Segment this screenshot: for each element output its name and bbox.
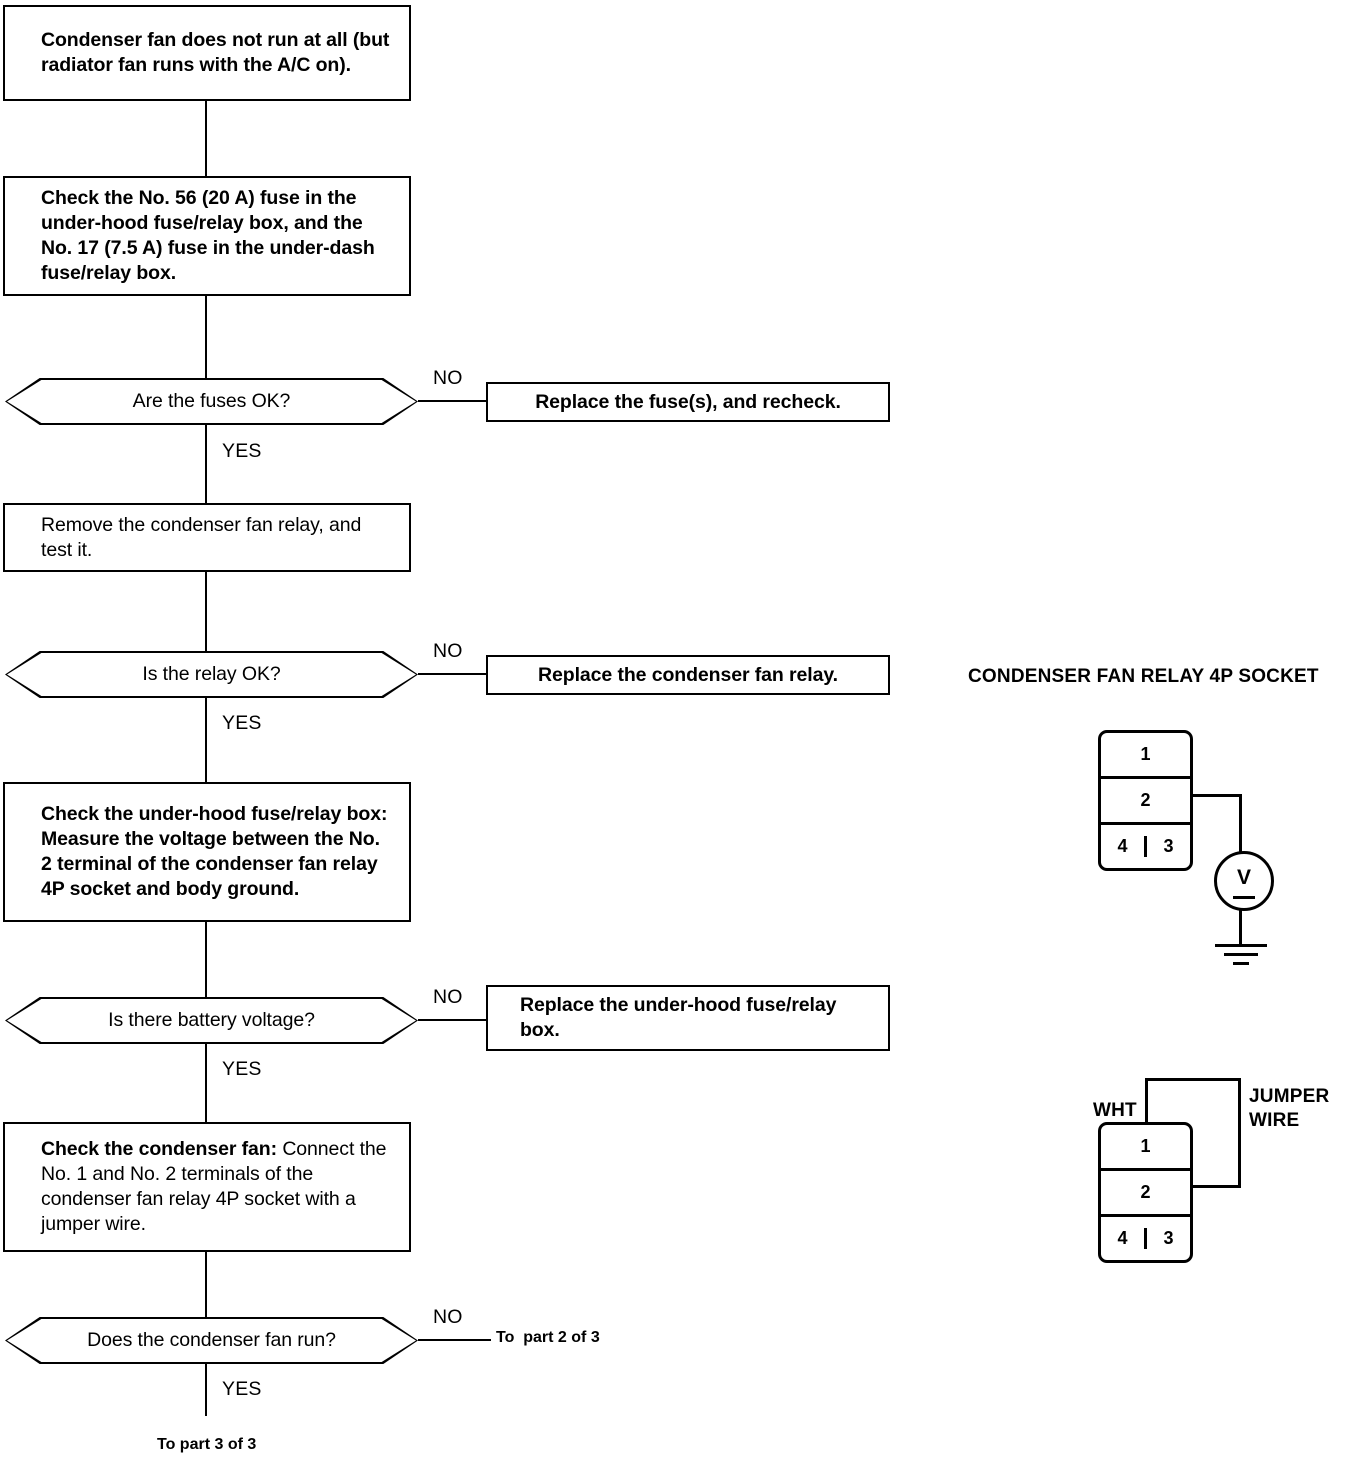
voltmeter-icon: V (1214, 851, 1274, 911)
connector-fan-runs-no (418, 1339, 491, 1341)
node-check-fuses: Check the No. 56 (20 A) fuse in the unde… (3, 176, 411, 296)
node-check-underhood-body: Check the under-hood fuse/relay box: Mea… (5, 802, 409, 902)
jumper-wire-label: JUMPER WIRE (1249, 1086, 1330, 1131)
connector-fuses-ok-no (418, 400, 488, 402)
node-symptom: Condenser fan does not run at all (but r… (3, 5, 411, 101)
connector-fuses-ok-yes (205, 425, 207, 503)
hexagon-fill (7, 380, 416, 423)
node-check-fan: Check the condenser fan: Connect the No.… (3, 1122, 411, 1252)
hexagon-fill (7, 999, 416, 1042)
branch-label-yes-voltage: YES (222, 1058, 262, 1080)
ground-lead (1239, 903, 1242, 945)
node-battery-voltage: Is there battery voltage? (5, 997, 418, 1044)
connector-to-part-2: To part 2 of 3 (496, 1329, 600, 1346)
relay-socket-jumper-diagram: 1 2 4 3 (1098, 1122, 1193, 1263)
node-remove-relay-text: Remove the condenser fan relay, and test… (41, 513, 362, 561)
node-relay-ok-text: Is the relay OK? (142, 663, 281, 685)
socket-terminal-4: 4 (1101, 836, 1147, 857)
jumper-wire-right (1238, 1078, 1241, 1188)
connector-battery-voltage-no (418, 1019, 488, 1021)
voltmeter-dc-bar (1233, 896, 1255, 899)
node-check-underhood-text: Measure the voltage between the No. 2 te… (41, 828, 380, 900)
ground-icon-bar-3 (1233, 962, 1249, 965)
socket-terminal-3: 3 (1163, 836, 1174, 856)
socket-terminal-4: 4 (1101, 1228, 1147, 1249)
socket-terminal-2: 2 (1101, 779, 1190, 825)
node-remove-relay: Remove the condenser fan relay, and test… (3, 503, 411, 572)
node-check-underhood-heading: Check the under-hood fuse/relay box: (41, 803, 388, 825)
node-fuses-ok-text: Are the fuses OK? (132, 390, 291, 412)
node-check-underhood: Check the under-hood fuse/relay box: Mea… (3, 782, 411, 922)
socket-terminal-1: 1 (1101, 1125, 1190, 1171)
hexagon-fill (7, 1319, 416, 1362)
node-relay-ok: Is the relay OK? (5, 651, 418, 698)
connector-remove-relay-to-relay-ok (205, 572, 207, 651)
connector-relay-ok-yes (205, 698, 207, 782)
branch-label-no-voltage: NO (433, 986, 463, 1008)
diagram-title-socket: CONDENSER FAN RELAY 4P SOCKET (968, 666, 1319, 687)
node-fan-runs-text: Does the condenser fan run? (87, 1329, 336, 1351)
jumper-wire-bottom (1192, 1185, 1241, 1188)
hexagon-fill (7, 653, 416, 696)
relay-socket-voltage-diagram: 1 2 4 3 (1098, 730, 1193, 871)
socket-bottom-row: 4 3 (1101, 1217, 1190, 1260)
meter-lead-vertical (1239, 794, 1242, 854)
jumper-wire-top (1145, 1078, 1241, 1081)
node-symptom-text: Condenser fan does not run at all (but r… (41, 29, 390, 76)
node-replace-underhood-text: Replace the under-hood fuse/relay box. (520, 994, 837, 1041)
node-battery-voltage-text: Is there battery voltage? (108, 1009, 315, 1031)
node-replace-fuses: Replace the fuse(s), and recheck. (486, 382, 890, 422)
connector-to-part-3: To part 3 of 3 (157, 1436, 257, 1453)
jumper-wire-left (1145, 1078, 1148, 1126)
socket-terminal-3: 3 (1163, 1228, 1174, 1248)
voltmeter-label: V (1236, 866, 1251, 889)
connector-check-fan-to-fan-runs (205, 1252, 207, 1317)
branch-label-yes-fan: YES (222, 1378, 262, 1400)
connector-check-fuses-to-fuses-ok (205, 296, 207, 380)
branch-label-yes-fuses: YES (222, 440, 262, 462)
connector-relay-ok-no (418, 673, 488, 675)
node-check-fuses-text: Check the No. 56 (20 A) fuse in the unde… (41, 187, 375, 284)
node-check-fan-heading: Check the condenser fan: (41, 1138, 277, 1160)
node-replace-relay: Replace the condenser fan relay. (486, 655, 890, 695)
socket-terminal-2: 2 (1101, 1171, 1190, 1217)
connector-fan-runs-yes (205, 1364, 207, 1416)
node-check-fan-body: Check the condenser fan: Connect the No.… (5, 1137, 409, 1237)
node-replace-relay-text: Replace the condenser fan relay. (538, 663, 838, 686)
node-replace-underhood: Replace the under-hood fuse/relay box. (486, 985, 890, 1051)
ground-icon-bar-2 (1224, 953, 1258, 956)
branch-label-yes-relay: YES (222, 712, 262, 734)
node-replace-fuses-text: Replace the fuse(s), and recheck. (535, 390, 841, 413)
connector-check-underhood-to-battery-voltage (205, 922, 207, 997)
node-fuses-ok: Are the fuses OK? (5, 378, 418, 425)
socket-bottom-row: 4 3 (1101, 825, 1190, 868)
ground-icon-bar-1 (1215, 944, 1267, 947)
branch-label-no-relay: NO (433, 640, 463, 662)
meter-lead-horizontal (1190, 794, 1242, 797)
wire-color-label-wht: WHT (1093, 1100, 1137, 1122)
branch-label-no-fuses: NO (433, 367, 463, 389)
socket-terminal-1: 1 (1101, 733, 1190, 779)
connector-battery-voltage-yes (205, 1044, 207, 1122)
connector-symptom-to-check-fuses (205, 101, 207, 176)
node-fan-runs: Does the condenser fan run? (5, 1317, 418, 1364)
branch-label-no-fan: NO (433, 1306, 463, 1328)
node-check-fan-text: Connect the No. 1 and No. 2 terminals of… (41, 1138, 387, 1235)
